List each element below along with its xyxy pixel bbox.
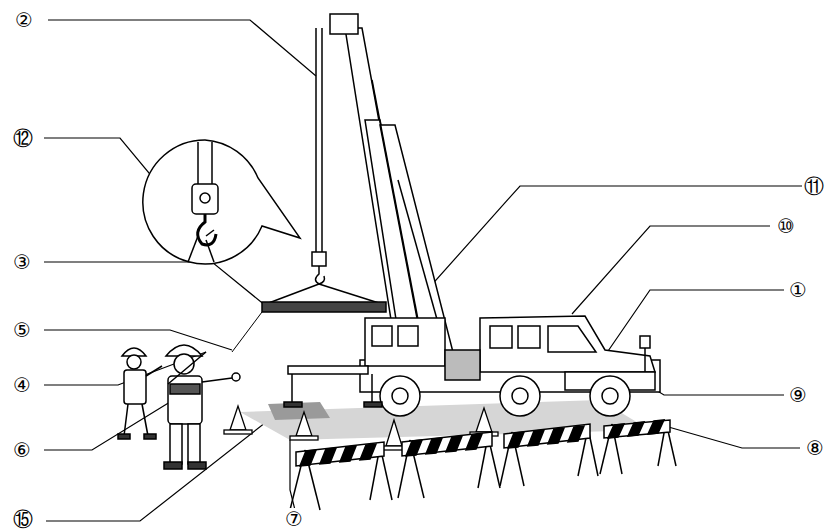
callout-number: ⑥ — [12, 439, 32, 461]
callout-number: ⑧ — [805, 437, 825, 459]
callout-number: ⑩ — [776, 215, 796, 237]
callout-number: ⑤ — [12, 319, 32, 341]
callout-number: ⑮ — [12, 508, 34, 530]
callout-number: ⑫ — [12, 127, 34, 149]
callout-number: ④ — [12, 374, 32, 396]
callout-number: ⑦ — [284, 508, 304, 530]
leader-lines — [44, 20, 802, 521]
callout-number: ⑨ — [788, 384, 808, 406]
callout-number: ⑪ — [803, 175, 825, 197]
callout-number: ③ — [12, 251, 32, 273]
callout-number: ② — [14, 9, 34, 31]
callout-number: ① — [788, 279, 808, 301]
